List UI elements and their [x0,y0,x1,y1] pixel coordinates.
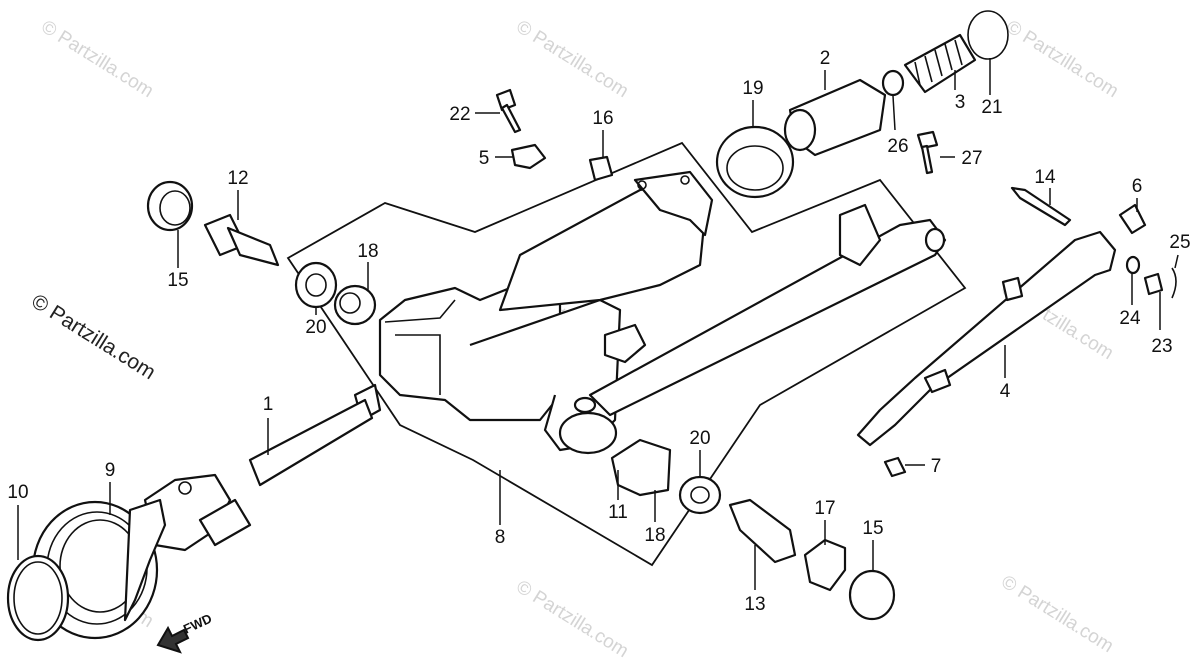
nut-16 [588,155,614,182]
locknut-17 [803,538,847,592]
callout-8: 8 [495,527,506,548]
callout-12: 12 [227,168,248,189]
swingarm [378,170,947,455]
callout-7: 7 [931,456,942,477]
washer-26 [881,69,905,97]
bearing-left [294,261,338,309]
callout-24: 24 [1119,308,1141,329]
bolt-22 [495,88,522,134]
callout-17: 17 [814,498,835,519]
watermark: © Partzilla.com [37,16,157,102]
bolt-27 [916,130,939,175]
callout-23: 23 [1151,336,1172,357]
drive-shaft [143,383,382,552]
pin-25 [1171,267,1177,299]
ring-21 [967,10,1009,60]
cap-left [146,180,194,232]
collar-left [333,284,377,326]
torque-rod [856,230,1117,447]
boot-11 [610,438,672,497]
watermark: © Partzilla.com [997,571,1117,657]
fwd-label: FWD [181,611,214,637]
callout-21: 21 [981,97,1002,118]
boot-band [6,554,70,642]
callout-20-right: 20 [689,428,710,449]
watermark: © Partzilla.com [512,16,632,102]
watermark: © Partzilla.com [512,576,632,658]
callout-14: 14 [1034,167,1056,188]
callout-26: 26 [887,136,908,157]
callout-18-bottom: 18 [644,525,665,546]
callout-15-left: 15 [167,270,188,291]
callout-25: 25 [1169,232,1190,253]
ring-19 [715,125,795,199]
spring-3 [903,33,977,94]
damper-2 [783,78,887,157]
leader-lines [17,58,1179,590]
callout-3: 3 [955,92,966,113]
side-watermark: © Partzilla.com [27,290,159,384]
callout-13: 13 [744,594,765,615]
callout-15-right: 15 [862,518,883,539]
callout-4: 4 [1000,381,1011,402]
callout-6: 6 [1132,176,1143,197]
callout-2: 2 [820,48,831,69]
plate-5 [510,143,547,170]
callout-18-top: 18 [357,241,378,262]
pin-7 [883,456,907,478]
pivot-bolt-right [728,498,797,564]
bearing-right [678,475,722,515]
callouts: 1 2 3 4 5 6 7 8 9 10 11 12 13 14 15 15 1… [7,48,1190,615]
cap-right [848,569,896,621]
callout-22: 22 [449,104,470,125]
callout-10: 10 [7,482,28,503]
callout-9: 9 [105,460,116,481]
callout-27: 27 [961,148,982,169]
nut-23 [1143,272,1164,296]
washer-24 [1125,255,1141,275]
callout-5: 5 [479,148,490,169]
callout-19: 19 [742,78,763,99]
bolt-14 [1010,186,1072,227]
callout-16: 16 [592,108,613,129]
collar-6 [1118,203,1147,235]
callout-11: 11 [608,502,628,523]
pivot-bolt-left [203,213,280,267]
watermark: © Partzilla.com [1002,16,1122,102]
callout-20-left: 20 [305,317,326,338]
fwd-indicator: FWD [156,611,214,654]
callout-1: 1 [263,394,274,415]
